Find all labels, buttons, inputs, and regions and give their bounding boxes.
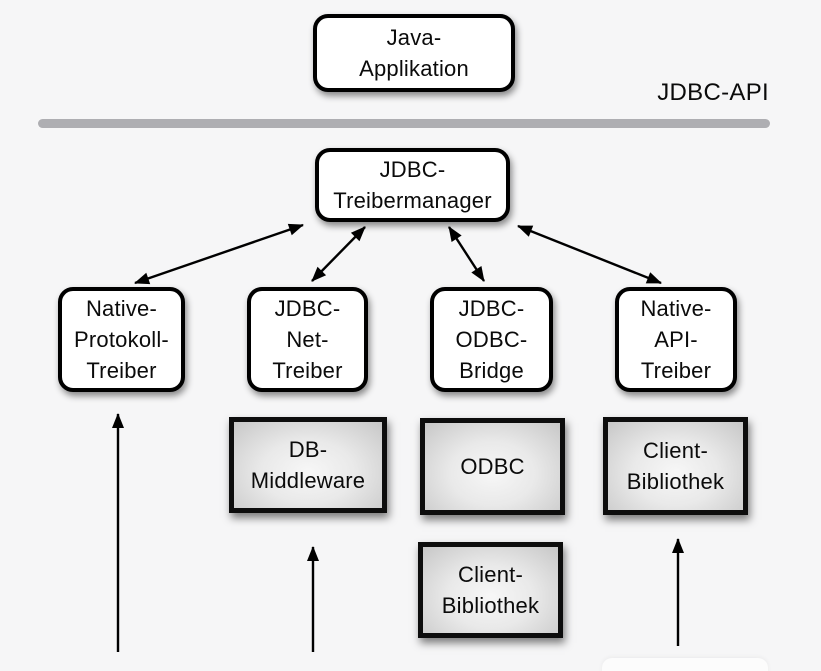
node-jdbc-net-treiber: JDBC- Net- Treiber bbox=[247, 287, 368, 392]
node-native-protokoll-treiber: Native- Protokoll- Treiber bbox=[58, 287, 185, 392]
node-db-middleware: DB- Middleware bbox=[229, 417, 387, 513]
cutoff-box-bottom-right bbox=[602, 658, 768, 671]
node-jdbc-odbc-bridge: JDBC- ODBC- Bridge bbox=[430, 287, 553, 392]
arrow-treibermanager-native-api bbox=[517, 224, 662, 285]
jdbc-api-label: JDBC-API bbox=[657, 79, 769, 106]
node-client-bibliothek-unten: Client- Bibliothek bbox=[418, 542, 563, 638]
node-native-api-treiber: Native- API- Treiber bbox=[615, 287, 737, 392]
node-java-applikation: Java- Applikation bbox=[313, 14, 515, 92]
node-jdbc-treibermanager: JDBC- Treibermanager bbox=[315, 148, 510, 222]
node-odbc: ODBC bbox=[420, 418, 565, 515]
jdbc-api-separator-line bbox=[38, 119, 770, 128]
arrow-treibermanager-jdbc-odbc bbox=[447, 226, 486, 282]
arrow-treibermanager-jdbc-net bbox=[311, 226, 366, 282]
node-client-bibliothek-rechts: Client- Bibliothek bbox=[603, 417, 748, 515]
arrow-treibermanager-native-protokoll bbox=[134, 223, 304, 285]
